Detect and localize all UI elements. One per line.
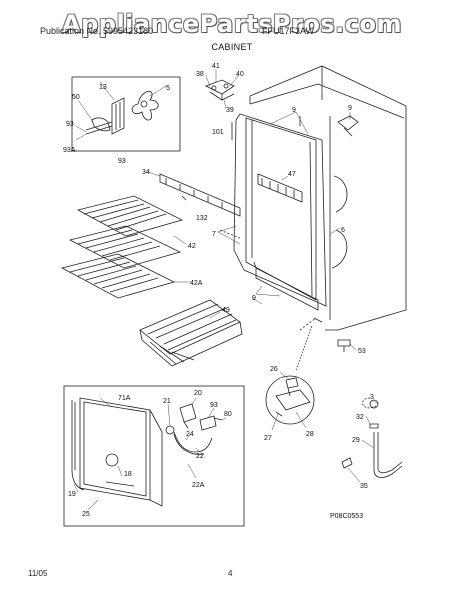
callout-9-top: 9: [292, 107, 296, 114]
callout-93-box: 93: [118, 158, 126, 165]
callout-71A: 71A: [118, 395, 131, 402]
publication-number: Publication No. 5995423180: [40, 26, 154, 36]
callout-47: 47: [288, 171, 296, 178]
callout-28: 28: [306, 431, 314, 438]
callout-93A: 93A: [63, 147, 76, 154]
callout-34: 34: [142, 169, 150, 176]
callout-27: 27: [264, 435, 272, 442]
callout-80: 80: [224, 411, 232, 418]
leveling-leg: [337, 339, 351, 352]
callout-41: 41: [212, 63, 220, 70]
callout-39: 39: [226, 107, 234, 114]
drain-tube-assembly: [341, 397, 403, 478]
wire-basket: [139, 299, 243, 367]
callout-5: 5: [166, 85, 170, 92]
callout-20: 20: [194, 390, 202, 397]
callout-35: 35: [360, 483, 368, 490]
callout-13: 13: [99, 84, 107, 91]
wire-shelves: [60, 195, 184, 299]
callout-9-right: 9: [348, 105, 352, 112]
callout-50: 50: [72, 94, 80, 101]
callout-42A: 42A: [190, 280, 203, 287]
callout-3: 3: [370, 394, 374, 401]
callout-7: 7: [212, 231, 216, 238]
footer-date: 11/05: [28, 569, 48, 578]
callout-132: 132: [196, 215, 208, 222]
callout-22A: 22A: [192, 482, 205, 489]
callout-19: 19: [68, 491, 76, 498]
callout-101: 101: [212, 129, 224, 136]
footer-page-number: 4: [228, 569, 233, 578]
callout-49: 49: [222, 307, 230, 314]
callout-25: 25: [82, 511, 90, 518]
model-number: FFU17F3AW: [262, 26, 315, 36]
callout-9-bottom: 9: [252, 295, 256, 302]
cabinet-shell: [219, 65, 407, 331]
callout-6: 6: [341, 227, 345, 234]
control-components-inset: [63, 385, 245, 527]
callout-40: 40: [236, 71, 244, 78]
bottom-hinge-assembly: [265, 317, 323, 425]
callout-93-fan: 93: [66, 121, 74, 128]
shelf-support-rail: [159, 173, 241, 217]
callout-26: 26: [270, 366, 278, 373]
callout-29: 29: [352, 437, 360, 444]
figure-code: P08C0553: [330, 513, 363, 520]
top-hinge-assembly: [205, 79, 359, 137]
callout-21: 21: [163, 398, 171, 405]
callout-18: 18: [124, 471, 132, 478]
callout-22: 22: [196, 453, 204, 460]
callout-42: 42: [188, 243, 196, 250]
callout-24: 24: [186, 431, 194, 438]
fan-assembly-box: [71, 76, 181, 152]
watermark: AppliancePartsPros.com: [62, 10, 402, 38]
callout-32: 32: [356, 414, 364, 421]
callout-53: 53: [358, 348, 366, 355]
callout-38: 38: [196, 71, 204, 78]
section-title: CABINET: [211, 42, 253, 52]
callout-93-control: 93: [210, 402, 218, 409]
